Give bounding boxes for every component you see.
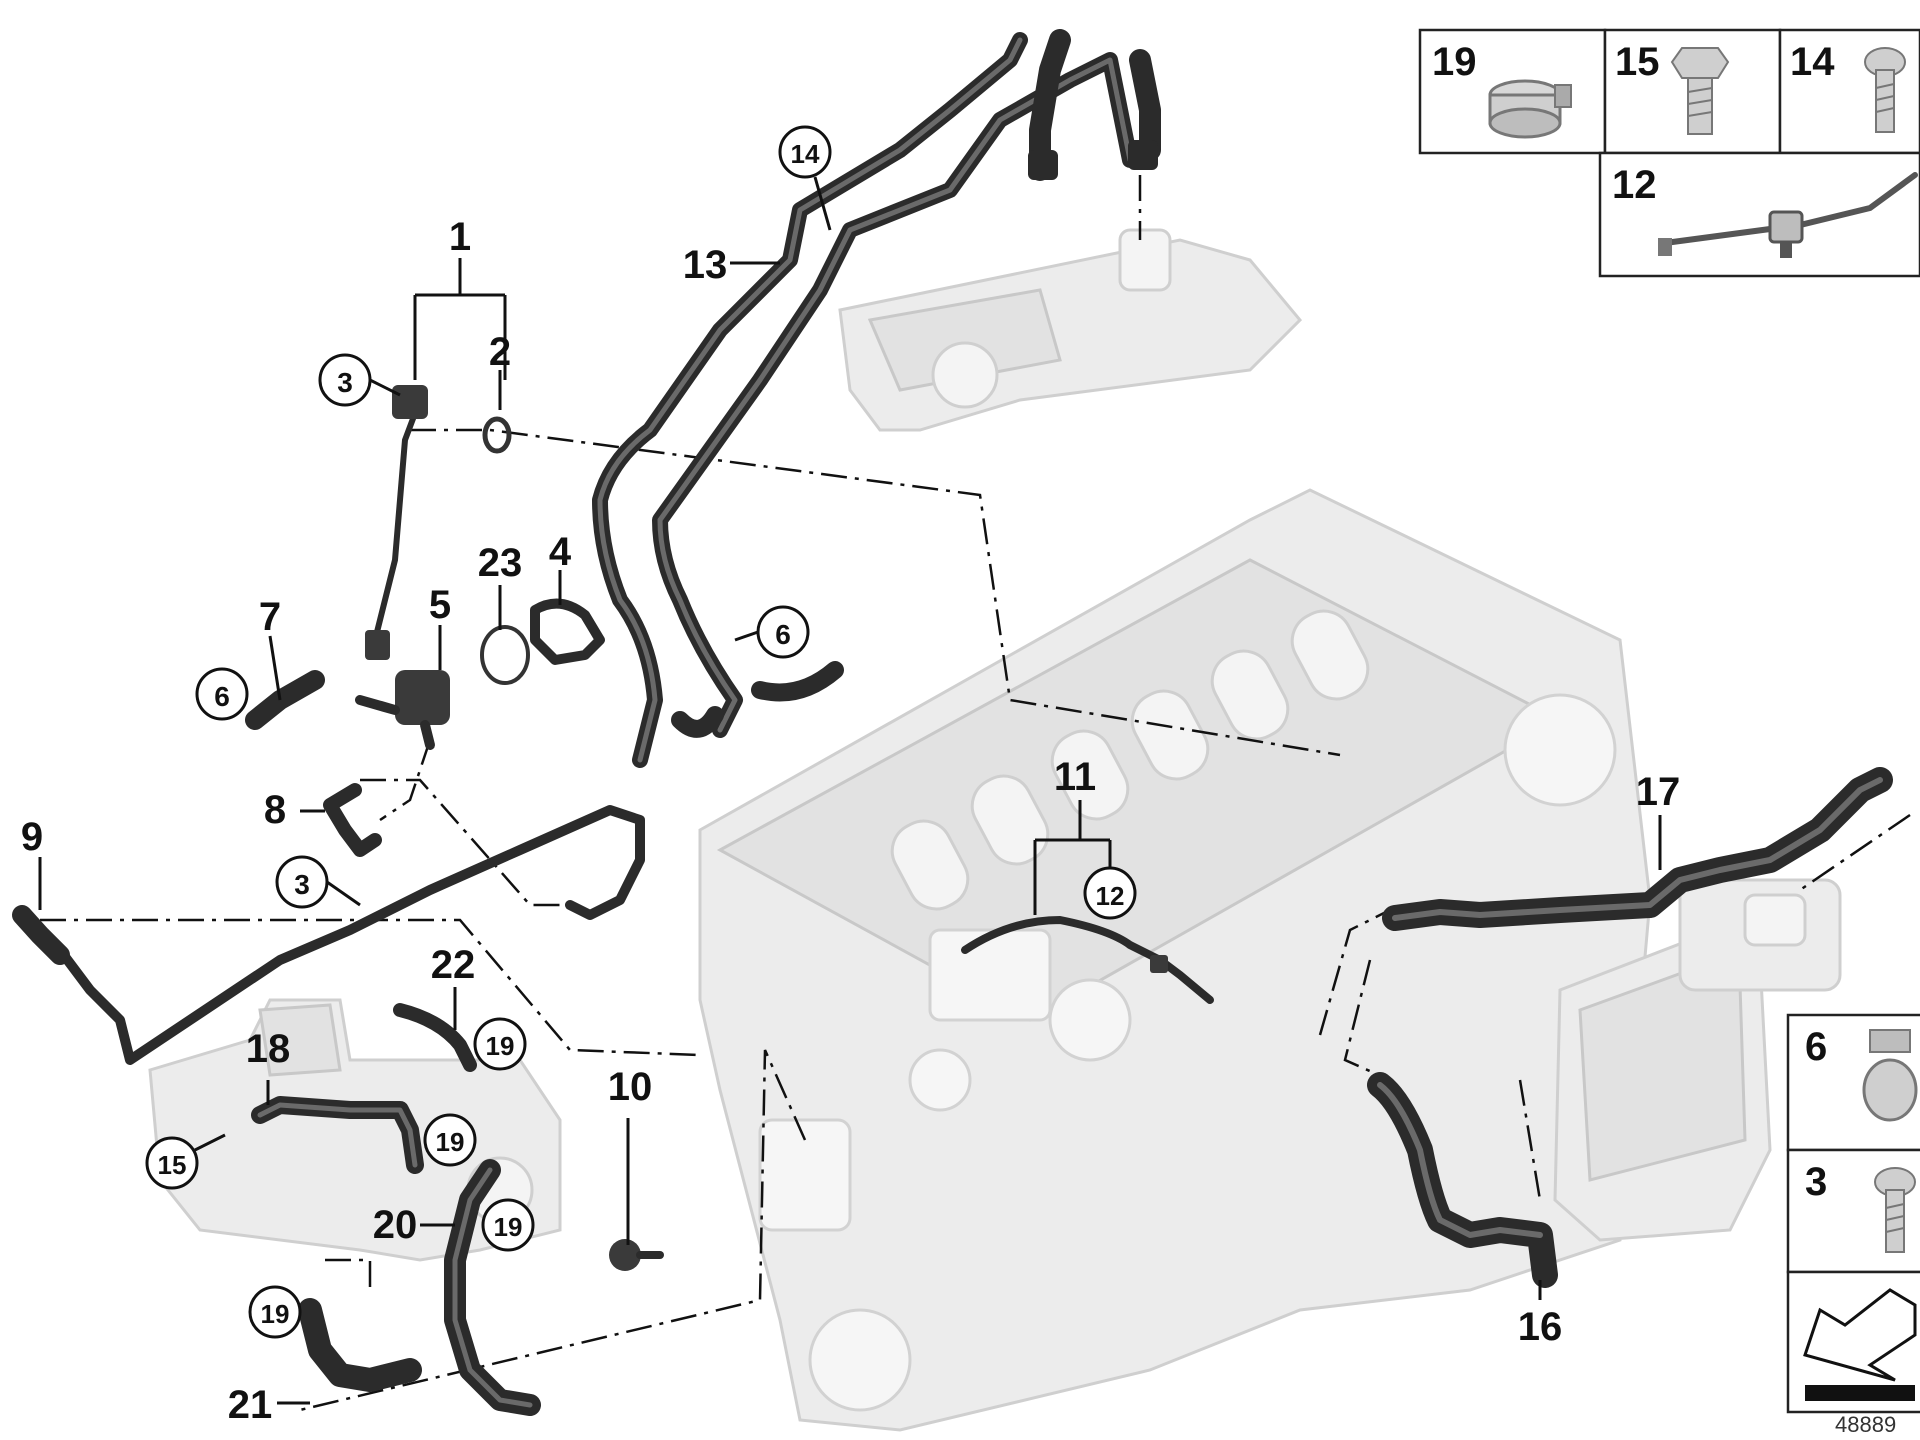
callout-6-b: 6 [734,605,810,659]
label-part-11: 11 [1054,755,1096,799]
installation-lines [40,175,1911,1412]
leader-lines [38,258,1662,1405]
hose-clamp-icon [1488,79,1572,139]
label-part-23: 23 [478,541,523,585]
part-number-labels: 1 2 4 5 7 8 9 10 11 13 16 17 18 20 21 22… [21,215,1680,1427]
torx-screw-icon [1864,47,1906,133]
legend-12-number: 12 [1612,163,1657,207]
svg-text:19: 19 [261,1299,290,1329]
torx-bolt-icon [1874,1167,1916,1253]
hex-bolt-icon [1670,47,1730,135]
installation-direction-arrow-icon [1803,1288,1917,1401]
label-part-7: 7 [259,595,281,639]
svg-text:3: 3 [294,869,310,900]
hose-assemblies [12,29,1893,1416]
label-part-16: 16 [1518,1305,1563,1349]
spring-clamp-icon [1862,1029,1918,1122]
label-part-2: 2 [489,330,511,374]
label-part-5: 5 [429,583,451,627]
svg-text:19: 19 [494,1212,523,1242]
callout-19-a: 19 [473,1017,527,1071]
callout-3-b: 3 [275,855,361,909]
hardware-legend-top: 19 15 14 12 [1418,28,1920,278]
circled-callouts: 3 3 6 6 12 14 15 [145,125,1137,1339]
callout-14: 14 [778,125,832,231]
svg-text:12: 12 [1096,881,1125,911]
reference-number: 48889 [1835,1412,1896,1437]
callout-3-a: 3 [318,353,401,407]
svg-text:19: 19 [436,1127,465,1157]
callout-6-a: 6 [195,667,249,721]
cable-tie-icon [1658,172,1918,258]
svg-text:14: 14 [791,139,820,169]
label-part-4: 4 [549,530,572,574]
label-part-9: 9 [21,815,43,859]
coolant-flange-illustration [1678,878,1842,992]
legend-19-number: 19 [1432,40,1477,84]
callout-15: 15 [145,1133,226,1190]
callout-19-c: 19 [481,1198,535,1252]
legend-15-number: 15 [1615,40,1660,84]
engine-block-illustration [698,488,1772,1432]
legend-6-number: 6 [1805,1025,1827,1069]
svg-text:3: 3 [337,367,353,398]
cylinder-head-cover-illustration [838,228,1303,432]
label-part-20: 20 [373,1203,418,1247]
svg-text:6: 6 [214,681,230,712]
callout-19-b: 19 [423,1113,477,1167]
hardware-legend-right: 6 3 [1786,1013,1920,1414]
label-part-17: 17 [1636,770,1681,814]
legend-3-number: 3 [1805,1160,1827,1204]
label-part-18: 18 [246,1027,291,1071]
svg-text:19: 19 [486,1031,515,1061]
label-part-21: 21 [228,1383,273,1427]
label-part-22: 22 [431,943,476,987]
label-part-8: 8 [264,788,286,832]
svg-text:6: 6 [775,619,791,650]
legend-14-number: 14 [1790,40,1835,84]
label-part-1: 1 [449,215,471,259]
egr-cooler-illustration [148,998,562,1262]
svg-text:15: 15 [158,1150,187,1180]
callout-12: 12 [1083,866,1137,920]
callout-19-d: 19 [248,1285,302,1339]
label-part-13: 13 [683,243,728,287]
label-part-10: 10 [608,1065,653,1109]
